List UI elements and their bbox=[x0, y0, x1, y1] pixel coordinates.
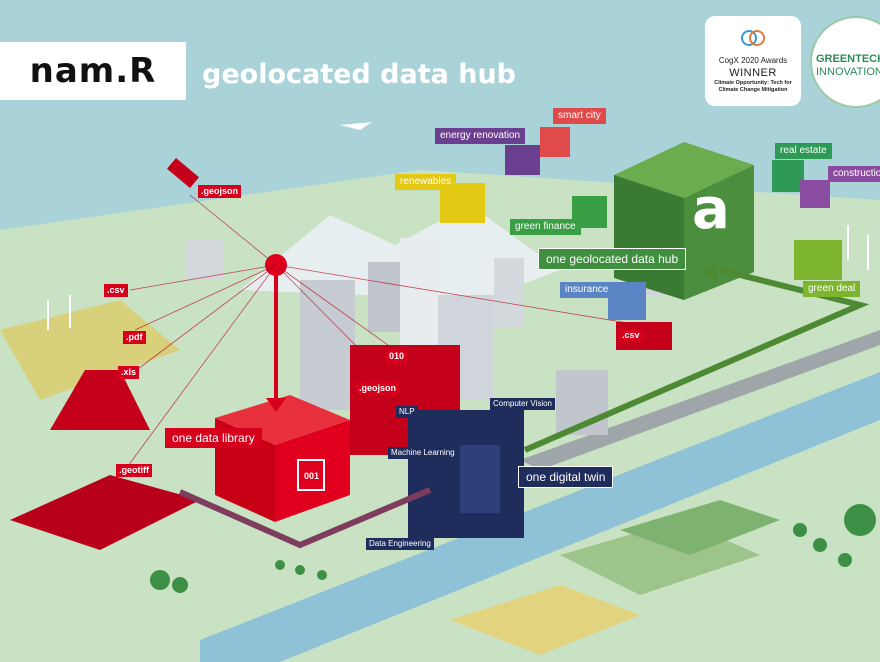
file-tag: .geojson bbox=[356, 382, 400, 395]
page-title: geolocated data hub bbox=[202, 59, 517, 90]
tower bbox=[368, 262, 400, 332]
file-tag: 010 bbox=[386, 350, 408, 363]
award-name: CogX 2020 Awards bbox=[718, 56, 788, 65]
cube-smart-city bbox=[540, 127, 570, 157]
flow-library-to-twin bbox=[178, 487, 432, 549]
use-case-green-finance: green finance bbox=[510, 219, 581, 235]
ai-tag-computer-vision: Computer Vision bbox=[490, 398, 555, 410]
seal-line: GREENTECH bbox=[816, 53, 880, 65]
satellite bbox=[167, 157, 199, 189]
use-case-smart-city: smart city bbox=[553, 108, 606, 124]
use-case-energy-renovation: energy renovation bbox=[435, 128, 526, 144]
greentech-seal: GREENTECH INNOVATION bbox=[810, 16, 880, 108]
cube-construction bbox=[800, 180, 830, 208]
use-case-insurance: insurance bbox=[560, 282, 614, 298]
railway bbox=[520, 330, 880, 470]
cube-green-deal bbox=[794, 240, 842, 280]
twin-building bbox=[460, 445, 500, 513]
data-rays bbox=[124, 194, 641, 471]
use-case-real-estate: real estate bbox=[775, 143, 832, 159]
hub-glyph: a bbox=[692, 177, 730, 242]
field bbox=[620, 500, 780, 555]
river bbox=[200, 372, 880, 662]
brain-icon bbox=[741, 30, 765, 46]
seal-line: INNOVATION bbox=[816, 66, 880, 78]
file-tag: .xls bbox=[118, 366, 140, 379]
file-tag: .csv bbox=[619, 329, 643, 342]
library-icon bbox=[297, 459, 325, 491]
red-museum bbox=[50, 370, 150, 430]
ai-tag-machine-learning: Machine Learning bbox=[388, 447, 458, 459]
award-status: WINNER bbox=[729, 67, 777, 79]
use-case-construction: construction bbox=[828, 166, 880, 182]
logo-text: nam.R bbox=[29, 51, 157, 91]
tower bbox=[494, 258, 524, 328]
file-tag: .pdf bbox=[123, 331, 146, 344]
data-library-label: one data library bbox=[165, 428, 262, 448]
field bbox=[450, 585, 640, 655]
digital-twin-label: one digital twin bbox=[518, 466, 614, 488]
file-tag: .geojson bbox=[198, 185, 242, 198]
file-tag: .geotiff bbox=[116, 464, 152, 477]
flow-twin-to-hub bbox=[523, 267, 870, 453]
plane bbox=[340, 122, 372, 130]
hub-cube-right bbox=[684, 165, 754, 300]
red-field bbox=[10, 475, 200, 550]
namr-logo: nam.R bbox=[0, 42, 186, 100]
wind-turbines bbox=[47, 225, 869, 330]
use-case-green-deal: green deal bbox=[803, 281, 861, 297]
tower bbox=[186, 240, 224, 280]
pin-arrow bbox=[266, 398, 286, 412]
award-category-line: Climate Change Mitigation bbox=[718, 86, 788, 93]
cube-insurance bbox=[608, 282, 646, 320]
hub-arrow bbox=[702, 262, 718, 282]
library-code: 001 bbox=[304, 471, 320, 481]
cube-real-estate bbox=[772, 160, 804, 192]
award-category-line: Climate Opportunity: Tech for bbox=[714, 80, 792, 86]
field bbox=[0, 300, 180, 400]
cube-energy-renovation bbox=[505, 145, 540, 175]
use-case-renewables: renewables bbox=[395, 174, 457, 190]
hub-label: one geolocated data hub bbox=[538, 248, 687, 270]
ai-tag-data-engineering: Data Engineering bbox=[366, 538, 434, 550]
library-cube-right bbox=[275, 420, 350, 522]
cogx-award-badge: CogX 2020 Awards WINNER Climate Opportun… bbox=[705, 16, 801, 106]
ai-tag-nlp: NLP bbox=[396, 406, 418, 418]
tower bbox=[400, 238, 440, 348]
tower bbox=[300, 280, 355, 410]
file-tag: .csv bbox=[104, 284, 128, 297]
trees bbox=[150, 504, 876, 593]
hub-cube-top bbox=[614, 142, 754, 198]
